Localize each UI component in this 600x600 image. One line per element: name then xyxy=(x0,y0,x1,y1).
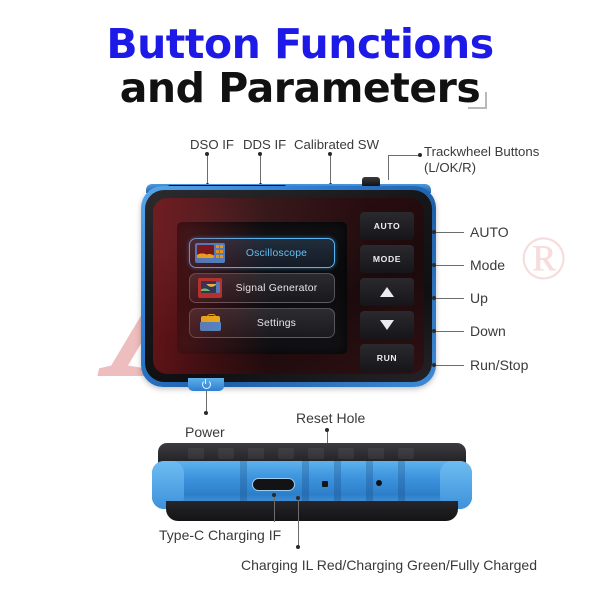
menu-item-oscilloscope[interactable]: Oscilloscope xyxy=(189,238,335,268)
device-button-column: AUTO MODE RUN xyxy=(360,212,414,372)
callout-label-down: Down xyxy=(470,323,506,339)
callout-label-dds-if: DDS IF xyxy=(243,137,287,152)
toolbox-icon xyxy=(195,313,225,333)
callout-label-charging-led: Charging IL Red/Charging Green/Fully Cha… xyxy=(241,557,537,573)
leader-dot-dso-if-top xyxy=(205,152,209,156)
device-front-view: Oscilloscope Signal Generator Settings xyxy=(141,186,436,387)
device-edge-foot xyxy=(166,501,458,521)
callout-label-dso-if: DSO IF xyxy=(190,137,234,152)
leader-line-type-c xyxy=(274,495,275,522)
leader-line-up xyxy=(434,298,464,299)
power-icon xyxy=(201,378,211,389)
down-button[interactable] xyxy=(360,311,414,339)
leader-line-auto xyxy=(434,232,464,233)
charging-led-indicator xyxy=(322,481,328,487)
title-line-2: and Parameters xyxy=(119,63,481,112)
title-line-1: Button Functions xyxy=(106,20,494,68)
device-display: Oscilloscope Signal Generator Settings xyxy=(177,222,347,354)
callout-label-run-stop: Run/Stop xyxy=(470,357,529,373)
callout-label-mode: Mode xyxy=(470,257,506,273)
reset-hole xyxy=(376,480,382,486)
callout-label-type-c: Type-C Charging IF xyxy=(159,527,282,543)
leader-line-trackwheel-horizontal xyxy=(388,155,420,156)
page-title: Button Functions and Parameters xyxy=(0,20,600,112)
leader-dot-dds-if-top xyxy=(258,152,262,156)
mode-button[interactable]: MODE xyxy=(360,245,414,273)
leader-line-charging-led xyxy=(298,498,299,547)
leader-line-dso-if xyxy=(207,155,208,185)
device-front-face: Oscilloscope Signal Generator Settings xyxy=(153,198,424,374)
leader-line-power xyxy=(206,391,207,413)
leader-dot-charging-led-top xyxy=(296,496,300,500)
up-button[interactable] xyxy=(360,278,414,306)
menu-item-signal-generator[interactable]: Signal Generator xyxy=(189,273,335,303)
leader-line-calibrated-sw xyxy=(330,155,331,185)
callout-trackwheel-line2: (L/OK/R) xyxy=(424,159,477,175)
display-menu: Oscilloscope Signal Generator Settings xyxy=(189,238,335,343)
menu-item-oscilloscope-label: Oscilloscope xyxy=(245,247,308,259)
leader-line-dds-if xyxy=(260,155,261,185)
callout-label-up: Up xyxy=(470,290,488,306)
leader-dot-trackwheel xyxy=(418,153,422,157)
corner-bracket-top-left xyxy=(114,30,133,47)
device-bottom-edge-view xyxy=(152,443,472,525)
usb-c-port xyxy=(252,478,295,491)
leader-dot-auto xyxy=(432,230,436,234)
leader-dot-calibrated-sw-top xyxy=(328,152,332,156)
power-button[interactable] xyxy=(188,378,224,391)
callout-label-power: Power xyxy=(185,424,225,440)
leader-line-run-stop xyxy=(434,365,464,366)
menu-item-settings-label: Settings xyxy=(256,317,297,329)
run-stop-button[interactable]: RUN xyxy=(360,344,414,372)
oscilloscope-icon xyxy=(195,243,225,263)
leader-line-down xyxy=(434,331,464,332)
leader-dot-up xyxy=(432,296,436,300)
leader-dot-type-c xyxy=(272,493,276,497)
corner-bracket-bottom-right xyxy=(468,92,487,109)
signal-generator-icon xyxy=(195,278,225,298)
leader-dot-reset-hole-top xyxy=(325,428,329,432)
callout-label-calibrated-sw: Calibrated SW xyxy=(294,137,380,152)
callout-label-auto: AUTO xyxy=(470,224,509,240)
callout-label-trackwheel: Trackwheel Buttons (L/OK/R) xyxy=(424,144,564,175)
leader-dot-run-stop xyxy=(432,363,436,367)
triangle-down-icon xyxy=(380,320,394,330)
menu-item-signal-generator-label: Signal Generator xyxy=(235,282,318,294)
leader-dot-charging-led-end xyxy=(296,545,300,549)
auto-button[interactable]: AUTO xyxy=(360,212,414,240)
menu-item-settings[interactable]: Settings xyxy=(189,308,335,338)
callout-label-reset-hole: Reset Hole xyxy=(296,410,366,426)
leader-dot-power xyxy=(204,411,208,415)
leader-line-mode xyxy=(434,265,464,266)
leader-dot-mode xyxy=(432,263,436,267)
leader-dot-down xyxy=(432,329,436,333)
watermark-registered-icon: ® xyxy=(520,225,568,293)
leader-line-trackwheel-vertical xyxy=(388,155,389,180)
triangle-up-icon xyxy=(380,287,394,297)
trackwheel-knob[interactable] xyxy=(362,177,380,186)
callout-trackwheel-line1: Trackwheel Buttons xyxy=(424,144,540,159)
